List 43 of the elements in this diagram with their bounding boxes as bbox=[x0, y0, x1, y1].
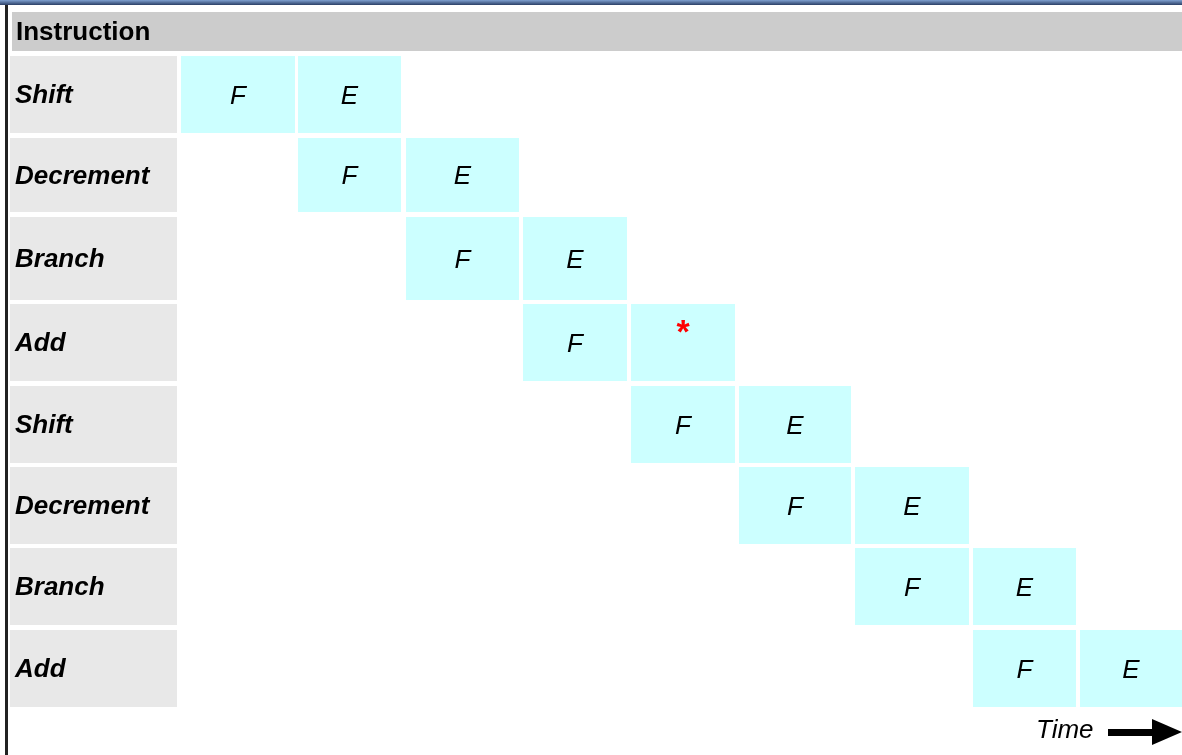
stage-letter: F bbox=[454, 245, 471, 272]
instruction-name: Shift bbox=[15, 79, 73, 110]
header-band bbox=[12, 12, 1182, 51]
axis-label: Time bbox=[1036, 714, 1094, 745]
instruction-name: Shift bbox=[15, 409, 73, 440]
instruction-name: Decrement bbox=[15, 159, 150, 191]
stage-letter: F bbox=[904, 573, 920, 600]
stage-cell bbox=[181, 56, 295, 133]
stage-letter: E bbox=[566, 245, 584, 272]
stage-letter: F bbox=[230, 81, 246, 108]
stage-cell bbox=[523, 217, 627, 300]
instruction-name: Branch bbox=[15, 243, 105, 274]
stage-letter: E bbox=[453, 162, 472, 188]
stage-cell bbox=[855, 467, 969, 544]
stage-cell bbox=[523, 304, 627, 381]
stage-cell bbox=[739, 467, 851, 544]
stage-cell bbox=[973, 630, 1076, 707]
stage-letter: E bbox=[1015, 573, 1034, 600]
stage-cell bbox=[298, 138, 401, 212]
stage-letter: E bbox=[903, 492, 921, 519]
stage-cell bbox=[631, 386, 735, 463]
column-heading: Instruction bbox=[16, 16, 151, 47]
stage-letter: F bbox=[675, 411, 691, 438]
stage-cell bbox=[1080, 630, 1182, 707]
stage-cell bbox=[631, 304, 735, 381]
stage-letter: F bbox=[1016, 655, 1033, 682]
stage-letter: F bbox=[787, 492, 803, 519]
stall-mark: * bbox=[676, 314, 690, 348]
stage-cell bbox=[973, 548, 1076, 625]
stage-cell bbox=[298, 56, 401, 133]
instruction-name: Add bbox=[15, 327, 66, 358]
stage-letter: E bbox=[340, 81, 359, 108]
stage-cell bbox=[739, 386, 851, 463]
stage-letter: F bbox=[567, 329, 583, 356]
stage-letter: E bbox=[786, 411, 804, 438]
stage-letter: F bbox=[341, 162, 358, 188]
instruction-name: Branch bbox=[15, 571, 105, 602]
instruction-name: Decrement bbox=[15, 490, 150, 521]
stage-cell bbox=[406, 138, 519, 212]
stage-cell bbox=[406, 217, 519, 300]
stage-letter: E bbox=[1122, 655, 1140, 682]
stage-cell bbox=[855, 548, 969, 625]
instruction-name: Add bbox=[15, 653, 66, 684]
